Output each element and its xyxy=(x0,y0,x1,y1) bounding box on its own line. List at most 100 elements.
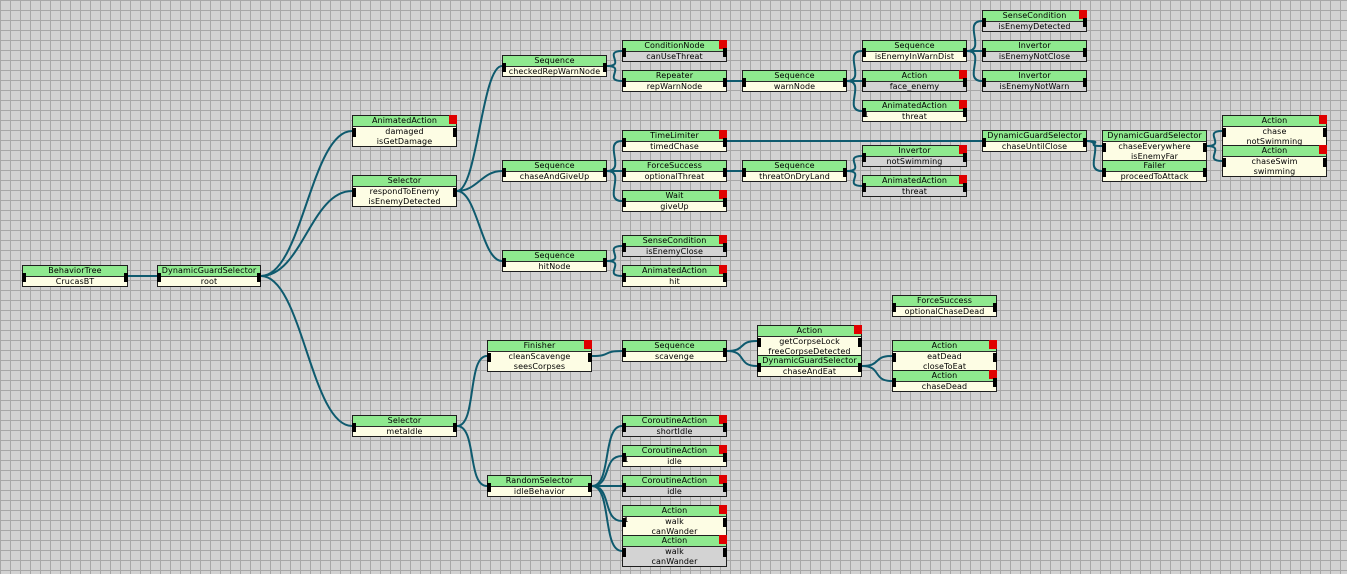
input-port-handle[interactable] xyxy=(892,303,896,312)
output-port-handle[interactable] xyxy=(843,168,847,177)
input-port-handle[interactable] xyxy=(622,348,626,357)
input-port-handle[interactable] xyxy=(862,48,866,57)
input-port-handle[interactable] xyxy=(622,78,626,87)
input-port-handle[interactable] xyxy=(502,63,506,72)
input-port-handle[interactable] xyxy=(502,168,506,177)
output-port-handle[interactable] xyxy=(723,453,727,462)
output-port-handle[interactable] xyxy=(1083,78,1087,87)
input-port-handle[interactable] xyxy=(502,258,506,267)
output-port-handle[interactable] xyxy=(843,78,847,87)
input-port-handle[interactable] xyxy=(622,548,626,557)
input-port-handle[interactable] xyxy=(1102,168,1106,177)
output-port-handle[interactable] xyxy=(723,518,727,527)
output-port-handle[interactable] xyxy=(993,378,997,387)
output-port-handle[interactable] xyxy=(453,423,457,432)
input-port-handle[interactable] xyxy=(622,453,626,462)
output-port-handle[interactable] xyxy=(1323,158,1327,167)
input-port-handle[interactable] xyxy=(742,78,746,87)
output-port-handle[interactable] xyxy=(257,273,261,282)
output-port-handle[interactable] xyxy=(963,183,967,192)
input-port-handle[interactable] xyxy=(892,378,896,387)
output-port-handle[interactable] xyxy=(963,108,967,117)
output-port-handle[interactable] xyxy=(723,273,727,282)
output-port-handle[interactable] xyxy=(963,153,967,162)
output-port-handle[interactable] xyxy=(723,198,727,207)
input-port-handle[interactable] xyxy=(1222,158,1226,167)
output-port-handle[interactable] xyxy=(1323,128,1327,137)
input-port-handle[interactable] xyxy=(622,48,626,57)
output-port-handle[interactable] xyxy=(453,188,457,197)
input-port-handle[interactable] xyxy=(862,153,866,162)
input-port-handle[interactable] xyxy=(622,168,626,177)
output-port-handle[interactable] xyxy=(124,273,128,282)
input-port-handle[interactable] xyxy=(862,183,866,192)
output-port-handle[interactable] xyxy=(723,483,727,492)
output-port-handle[interactable] xyxy=(858,338,862,347)
output-port-handle[interactable] xyxy=(1083,138,1087,147)
input-port-handle[interactable] xyxy=(352,188,356,197)
input-port-handle[interactable] xyxy=(982,78,986,87)
output-port-handle[interactable] xyxy=(723,78,727,87)
output-port-handle[interactable] xyxy=(723,548,727,557)
output-port-handle[interactable] xyxy=(993,303,997,312)
input-port-handle[interactable] xyxy=(622,483,626,492)
output-port-handle[interactable] xyxy=(453,128,457,137)
input-port-handle[interactable] xyxy=(622,423,626,432)
output-port-handle[interactable] xyxy=(603,63,607,72)
output-port-handle[interactable] xyxy=(723,243,727,252)
output-port-handle[interactable] xyxy=(1203,143,1207,152)
output-port-handle[interactable] xyxy=(993,353,997,362)
input-port-handle[interactable] xyxy=(352,423,356,432)
input-port-handle[interactable] xyxy=(622,198,626,207)
output-port-handle[interactable] xyxy=(963,48,967,57)
input-port-handle[interactable] xyxy=(352,128,356,137)
input-port-handle[interactable] xyxy=(487,353,491,362)
output-port-handle[interactable] xyxy=(588,483,592,492)
input-port-handle[interactable] xyxy=(622,273,626,282)
input-port-handle[interactable] xyxy=(982,18,986,27)
output-port-handle[interactable] xyxy=(723,48,727,57)
output-port-handle[interactable] xyxy=(1083,48,1087,57)
input-port-handle[interactable] xyxy=(157,273,161,282)
input-port-handle[interactable] xyxy=(622,138,626,147)
output-port-handle[interactable] xyxy=(603,258,607,267)
input-port-handle[interactable] xyxy=(487,483,491,492)
input-port-handle[interactable] xyxy=(22,273,26,282)
output-port-handle[interactable] xyxy=(588,353,592,362)
output-port-handle[interactable] xyxy=(723,423,727,432)
